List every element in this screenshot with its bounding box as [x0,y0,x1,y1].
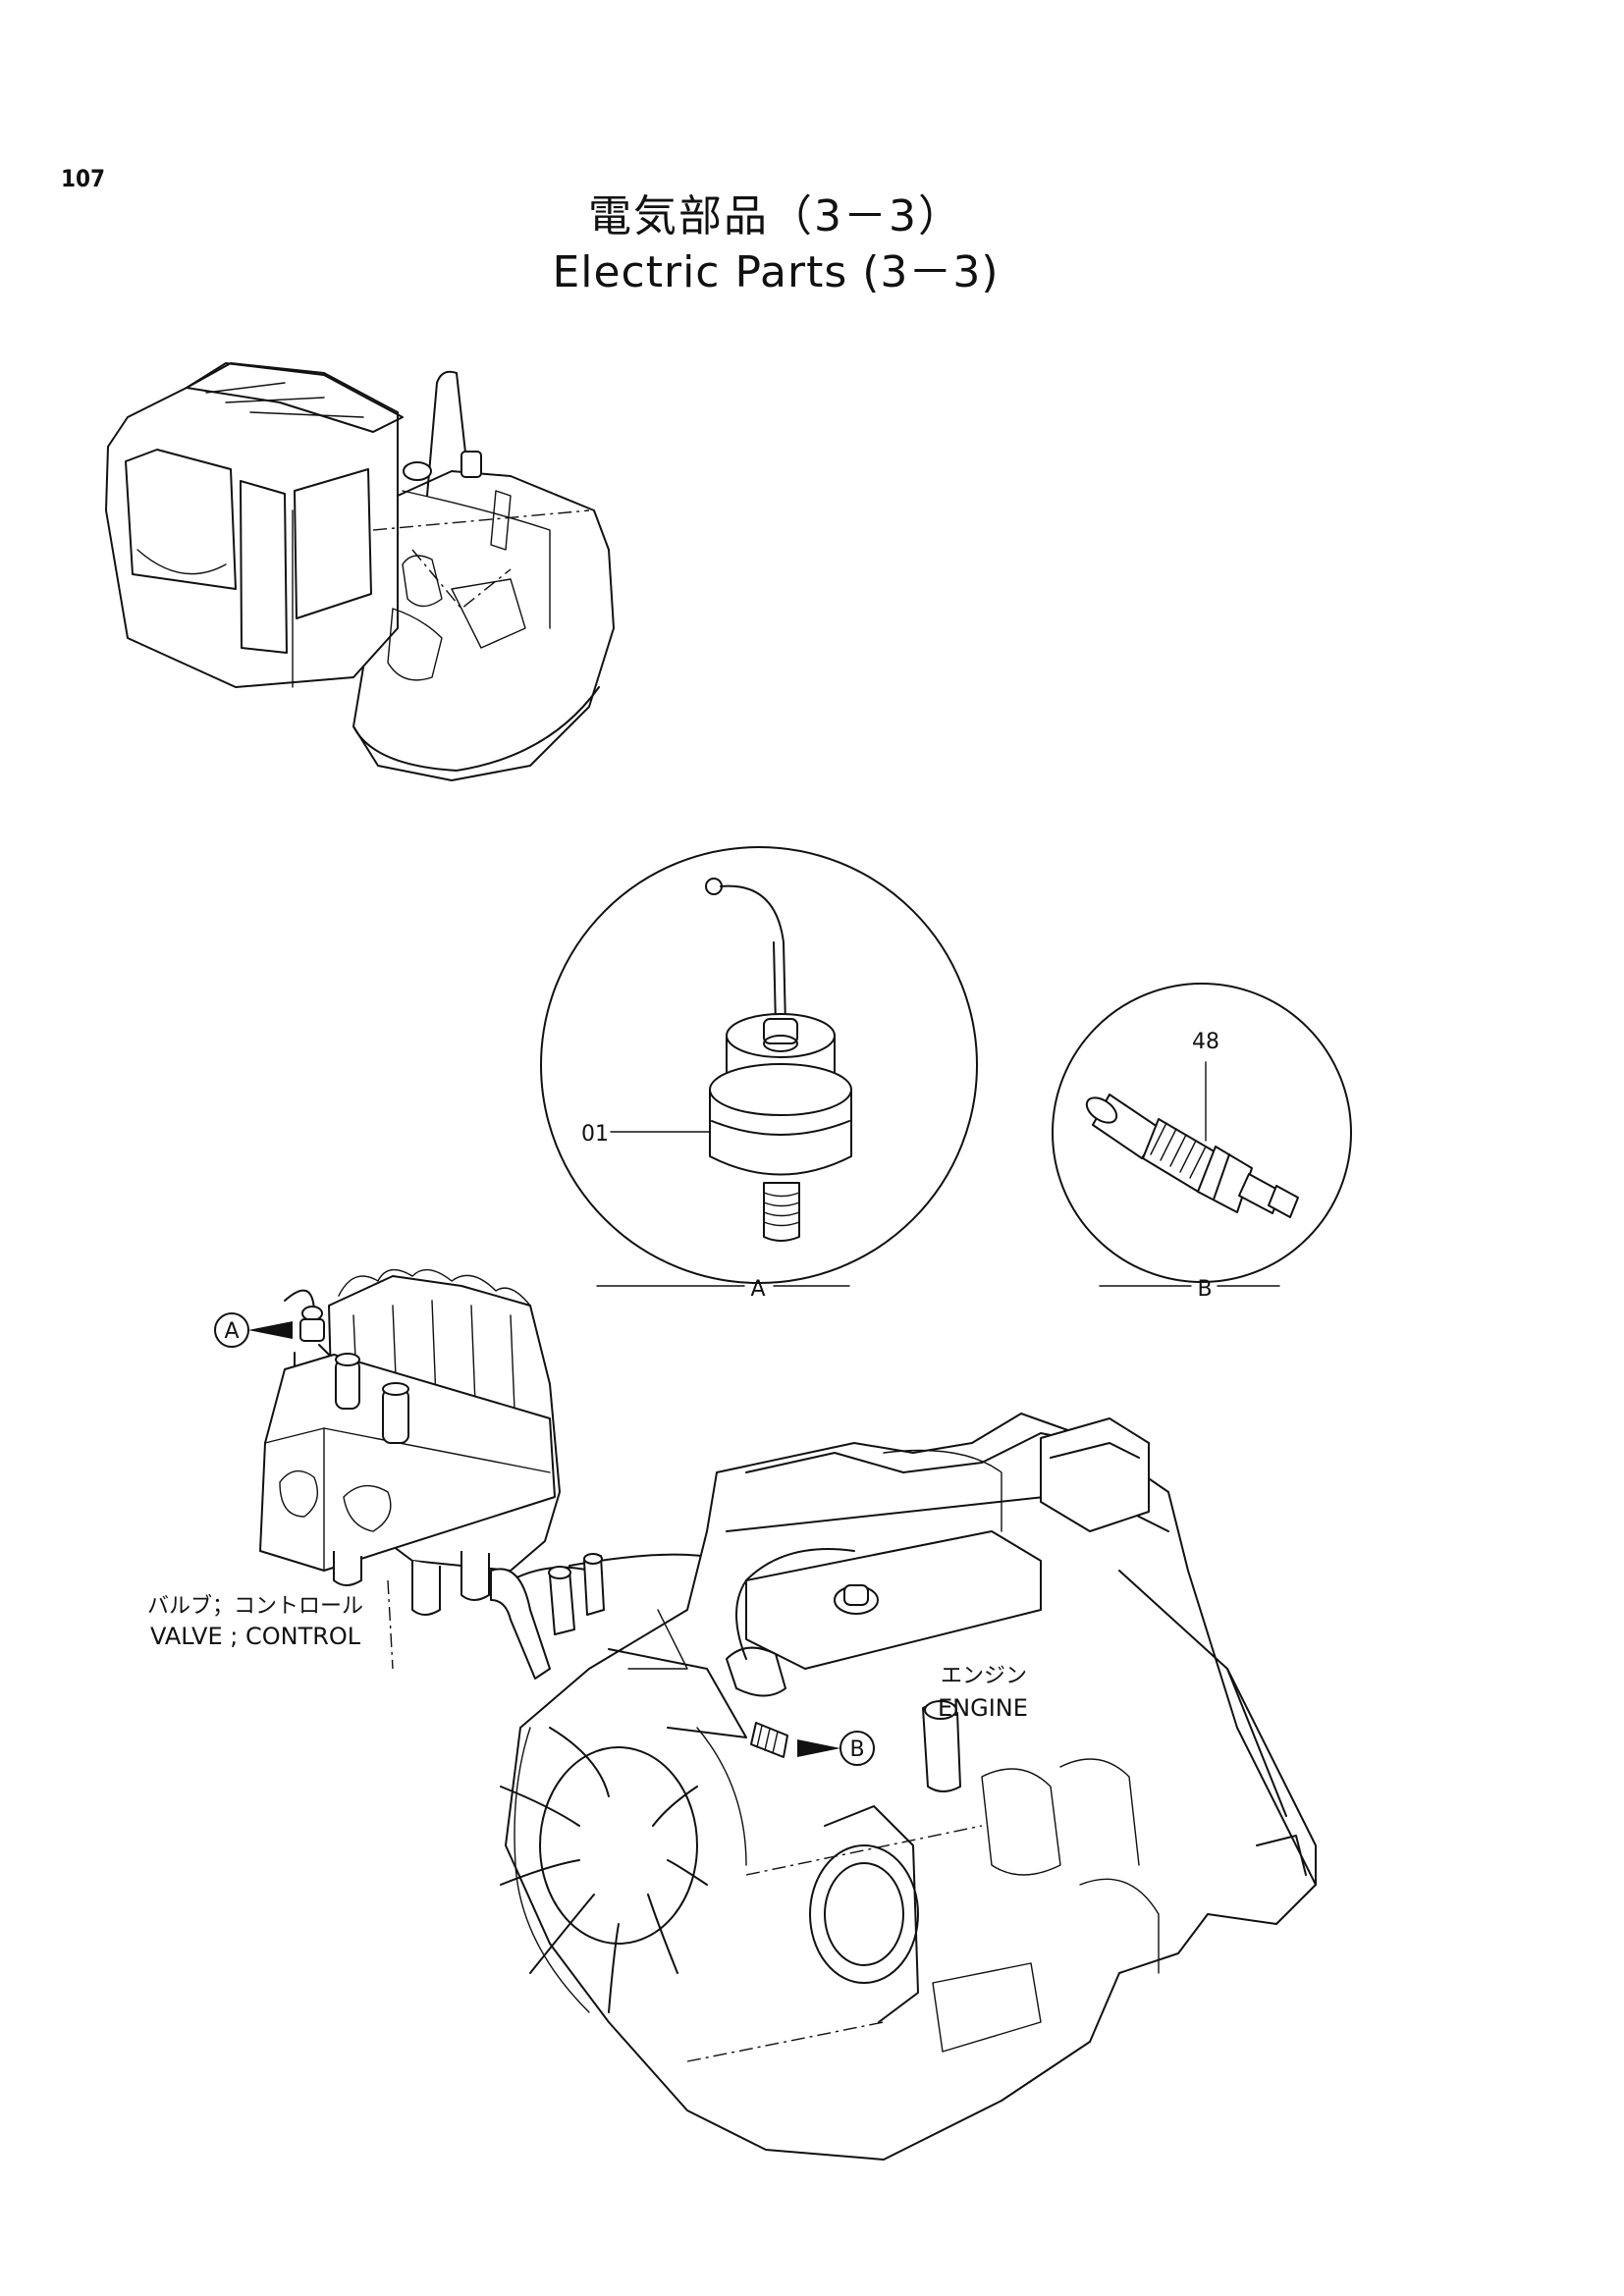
valve-label-jp: バルブ；コントロール [147,1594,363,1619]
title-japanese: 電気部品（3－3） [588,191,963,241]
page-title: 電気部品（3－3） Electric Parts (3－3) [0,188,1551,300]
detail-a-label: A [750,1277,765,1302]
temperature-sensor-part-48: 48 [1085,1030,1299,1218]
marker-b: B [797,1731,875,1766]
detail-a-circle: A [540,846,978,1302]
detail-b-label: B [1197,1277,1212,1302]
marker-b-label: B [849,1737,864,1762]
pressure-switch-part-01: 01 [581,878,852,1242]
detail-b-circle: B [1052,983,1352,1302]
part-number-48: 48 [1192,1030,1219,1054]
engine-illustration [490,1413,1317,2161]
engine-label-en: ENGINE [938,1694,1028,1722]
marker-a: A [214,1312,293,1348]
control-valve-illustration [259,1268,561,1670]
excavator-overview-illustration [105,362,615,781]
page-number: 107 [61,165,106,192]
title-english: Electric Parts (3－3) [552,247,1000,297]
valve-label-en: VALVE ; CONTROL [150,1623,361,1650]
marker-a-label: A [224,1319,239,1344]
engine-label-jp: エンジン [941,1664,1027,1688]
part-number-01: 01 [581,1122,609,1147]
